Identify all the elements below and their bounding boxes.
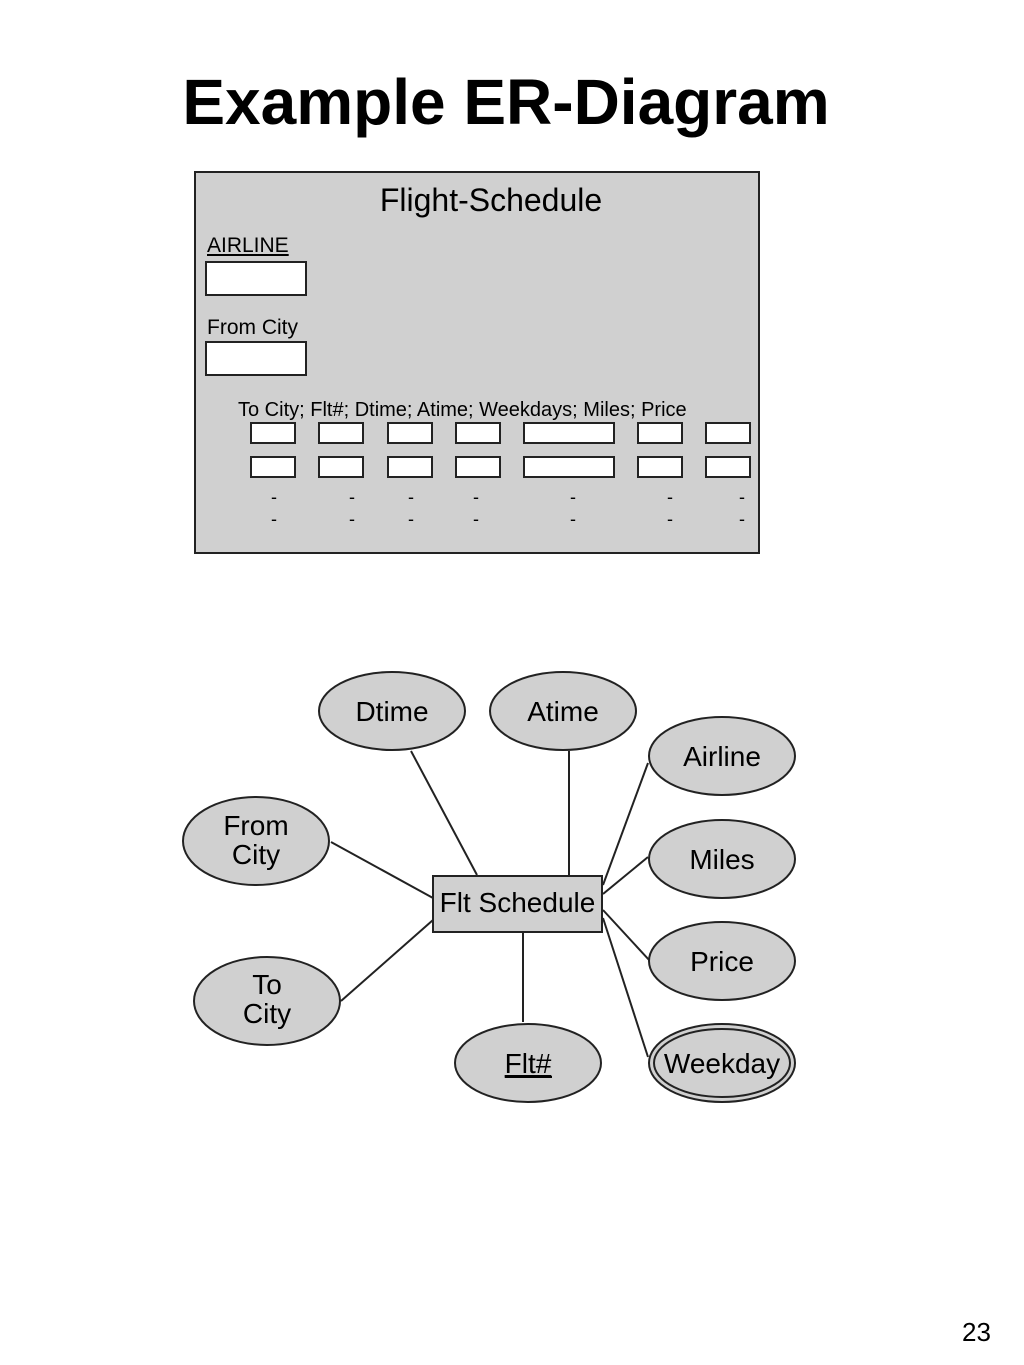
weekdays-cell [523, 456, 615, 478]
attribute-label: Miles [689, 844, 754, 875]
price-cell [705, 422, 751, 444]
connector-price [602, 909, 651, 962]
connector-from-city [330, 841, 434, 899]
attribute-weekday [648, 1023, 796, 1103]
form-title: Flight-Schedule [379, 182, 603, 218]
continuation-mark: - [739, 487, 745, 507]
from-city-label: From City [207, 316, 298, 339]
attribute-to-city [193, 956, 341, 1046]
atime-cell [455, 422, 501, 444]
dtime-cell [387, 456, 433, 478]
continuation-mark: - [667, 487, 673, 507]
miles-cell [637, 456, 683, 478]
attribute-flt-num [454, 1023, 602, 1103]
airline-label: AIRLINE [207, 234, 289, 257]
attribute-label: City [243, 998, 291, 1029]
continuation-mark: - [473, 509, 479, 529]
attribute-label: Flt# [505, 1048, 552, 1079]
continuation-mark: - [408, 509, 414, 529]
connector-miles [602, 856, 649, 895]
attribute-label: Atime [527, 696, 599, 727]
flight-schedule-form: Flight-Schedule AIRLINE From City To Cit… [194, 171, 760, 554]
flt-num-cell [318, 422, 364, 444]
columns-label: To City; Flt#; Dtime; Atime; Weekdays; M… [238, 399, 687, 421]
multivalued-border [653, 1028, 791, 1098]
atime-cell [455, 456, 501, 478]
price-cell [705, 456, 751, 478]
entity-label: Flt Schedule [440, 887, 596, 918]
attribute-atime [489, 671, 637, 751]
attribute-label: To [252, 969, 282, 1000]
continuation-mark: - [667, 509, 673, 529]
attribute-label: City [232, 839, 280, 870]
attribute-dtime [318, 671, 466, 751]
continuation-mark: - [570, 487, 576, 507]
dtime-cell [387, 422, 433, 444]
miles-cell [637, 422, 683, 444]
connector-to-city [340, 919, 434, 1002]
weekdays-cell [523, 422, 615, 444]
attribute-label: Dtime [355, 696, 428, 727]
from-city-field [205, 341, 307, 376]
connector-dtime [410, 750, 478, 876]
connector-airline [602, 762, 649, 886]
attribute-price [648, 921, 796, 1001]
flt-num-cell [318, 456, 364, 478]
attribute-label: Weekday [664, 1048, 780, 1079]
attribute-airline [648, 716, 796, 796]
attribute-from-city [182, 796, 330, 886]
continuation-mark: - [473, 487, 479, 507]
entity-flt-schedule [432, 875, 603, 933]
to-city-cell [250, 456, 296, 478]
page-number: 23 [962, 1317, 991, 1347]
continuation-mark: - [349, 509, 355, 529]
connector-weekday [602, 917, 649, 1058]
airline-field [205, 261, 307, 296]
attribute-label: Price [690, 946, 754, 977]
continuation-mark: - [271, 487, 277, 507]
continuation-mark: - [271, 509, 277, 529]
continuation-mark: - [349, 487, 355, 507]
slide-title: Example ER-Diagram [182, 66, 830, 138]
attribute-label: From [223, 810, 288, 841]
continuation-mark: - [739, 509, 745, 529]
continuation-mark: - [408, 487, 414, 507]
continuation-mark: - [570, 509, 576, 529]
to-city-cell [250, 422, 296, 444]
attribute-miles [648, 819, 796, 899]
attribute-label: Airline [683, 741, 761, 772]
